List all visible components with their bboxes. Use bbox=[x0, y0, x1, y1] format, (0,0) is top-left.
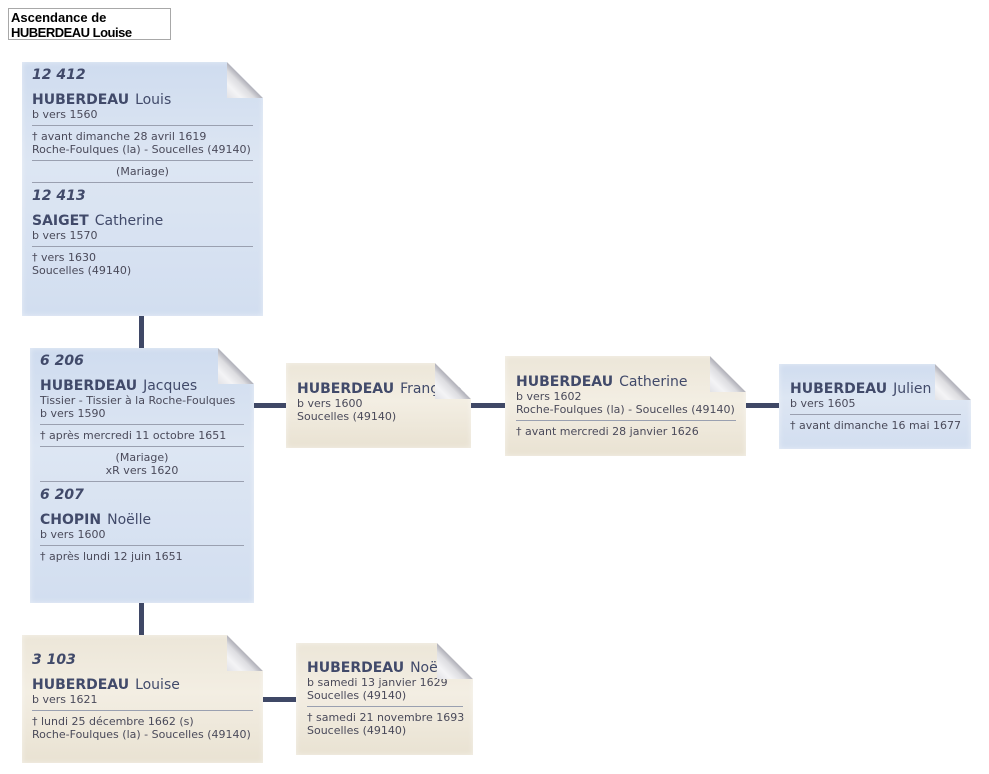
person-name[interactable]: SAIGET Catherine bbox=[32, 213, 253, 229]
person-name[interactable]: HUBERDEAU Noëlle bbox=[307, 660, 463, 676]
surname: CHOPIN bbox=[40, 512, 102, 528]
birth-info: b vers 1602 bbox=[516, 390, 582, 403]
person-name[interactable]: CHOPIN Noëlle bbox=[40, 512, 244, 528]
person-name[interactable]: HUBERDEAU Julien bbox=[790, 381, 961, 397]
surname: HUBERDEAU bbox=[790, 381, 888, 397]
death-info: † après lundi 12 juin 1651 bbox=[40, 550, 183, 563]
given-name: Noëlle bbox=[107, 512, 152, 528]
divider bbox=[32, 710, 253, 711]
given-name: Julien bbox=[893, 381, 932, 397]
title-line-1: Ascendance de bbox=[11, 10, 107, 25]
sibling-connector bbox=[746, 403, 779, 408]
person-name[interactable]: HUBERDEAU Louis bbox=[32, 92, 253, 108]
death-info: † avant dimanche 28 avril 1619 bbox=[32, 130, 207, 143]
couple-card-6206[interactable]: 6 206 HUBERDEAU Jacques Tissier - Tissier… bbox=[30, 348, 254, 603]
death-info: † lundi 25 décembre 1662 (s) bbox=[32, 715, 194, 728]
sosa-number: 6 206 bbox=[40, 353, 84, 369]
couple-card-12412[interactable]: 12 412 HUBERDEAU Louis b vers 1560 † avan… bbox=[22, 62, 263, 316]
divider bbox=[40, 446, 244, 447]
divider bbox=[307, 706, 463, 707]
death-info: † vers 1630 bbox=[32, 251, 97, 264]
sibling-connector bbox=[254, 403, 286, 408]
marriage-date: xR vers 1620 bbox=[105, 464, 179, 477]
page-title: Ascendance de HUBERDEAU Louise bbox=[8, 8, 171, 40]
death-info: † après mercredi 11 octobre 1651 bbox=[40, 429, 227, 442]
divider bbox=[32, 160, 253, 161]
divider bbox=[40, 424, 244, 425]
death-place: Roche-Foulques (la) - Soucelles (49140) bbox=[32, 143, 251, 156]
divider bbox=[40, 545, 244, 546]
given-name: Catherine bbox=[619, 374, 688, 390]
birth-place: Soucelles (49140) bbox=[297, 410, 397, 423]
person-card-noelle[interactable]: HUBERDEAU Noëlle b samedi 13 janvier 1629… bbox=[296, 643, 473, 755]
birth-place: Soucelles (49140) bbox=[307, 689, 407, 702]
death-info: † avant mercredi 28 janvier 1626 bbox=[516, 425, 699, 438]
sibling-connector bbox=[471, 403, 505, 408]
tree-connector bbox=[139, 316, 144, 348]
birth-info: b vers 1590 bbox=[40, 407, 106, 420]
divider bbox=[32, 125, 253, 126]
birth-info: b vers 1600 bbox=[40, 528, 106, 541]
given-name: Jacques bbox=[143, 378, 198, 394]
person-name[interactable]: HUBERDEAU Louise bbox=[32, 677, 253, 693]
given-name: Noëlle bbox=[410, 660, 455, 676]
occupation: Tissier - Tissier à la Roche-Foulques bbox=[40, 394, 236, 407]
divider bbox=[516, 420, 736, 421]
death-info: † samedi 21 novembre 1693 bbox=[307, 711, 465, 724]
sibling-connector bbox=[263, 697, 296, 702]
surname: HUBERDEAU bbox=[307, 660, 405, 676]
divider bbox=[32, 246, 253, 247]
death-place: Soucelles (49140) bbox=[307, 724, 407, 737]
sosa-number: 3 103 bbox=[32, 652, 76, 668]
surname: HUBERDEAU bbox=[40, 378, 138, 394]
surname: HUBERDEAU bbox=[297, 381, 395, 397]
birth-info: b vers 1560 bbox=[32, 108, 98, 121]
given-name: Louise bbox=[135, 677, 180, 693]
marriage-label: (Mariage) bbox=[116, 165, 169, 178]
birth-info: b samedi 13 janvier 1629 bbox=[307, 676, 448, 689]
given-name: Catherine bbox=[94, 213, 164, 229]
surname: SAIGET bbox=[32, 213, 89, 229]
death-place: Soucelles (49140) bbox=[32, 264, 132, 277]
person-card-louise[interactable]: 3 103 HUBERDEAU Louise b vers 1621 † lund… bbox=[22, 635, 263, 763]
person-card-julien[interactable]: HUBERDEAU Julien b vers 1605 † avant dima… bbox=[779, 364, 971, 449]
divider bbox=[40, 481, 244, 482]
birth-info: b vers 1605 bbox=[790, 397, 856, 410]
surname: HUBERDEAU bbox=[516, 374, 614, 390]
sosa-number: 12 412 bbox=[32, 67, 86, 83]
person-card-catherine[interactable]: HUBERDEAU Catherine b vers 1602 Roche-Fou… bbox=[505, 356, 746, 456]
divider bbox=[790, 414, 961, 415]
surname: HUBERDEAU bbox=[32, 92, 130, 108]
birth-info: b vers 1621 bbox=[32, 693, 98, 706]
sosa-number: 6 207 bbox=[40, 487, 84, 503]
given-name: Louis bbox=[135, 92, 172, 108]
title-line-2: HUBERDEAU Louise bbox=[11, 25, 132, 40]
given-name: Françoise bbox=[400, 381, 467, 397]
birth-info: b vers 1600 bbox=[297, 397, 363, 410]
surname: HUBERDEAU bbox=[32, 677, 130, 693]
divider bbox=[32, 182, 253, 183]
birth-info: b vers 1570 bbox=[32, 229, 98, 242]
death-info: † avant dimanche 16 mai 1677 bbox=[790, 419, 962, 432]
birth-place: Roche-Foulques (la) - Soucelles (49140) bbox=[516, 403, 735, 416]
person-name[interactable]: HUBERDEAU Jacques bbox=[40, 378, 244, 394]
marriage-label: (Mariage) bbox=[115, 451, 169, 464]
sosa-number: 12 413 bbox=[32, 188, 86, 204]
tree-connector bbox=[139, 603, 144, 635]
person-name[interactable]: HUBERDEAU Catherine bbox=[516, 374, 736, 390]
death-place: Roche-Foulques (la) - Soucelles (49140) bbox=[32, 728, 251, 741]
